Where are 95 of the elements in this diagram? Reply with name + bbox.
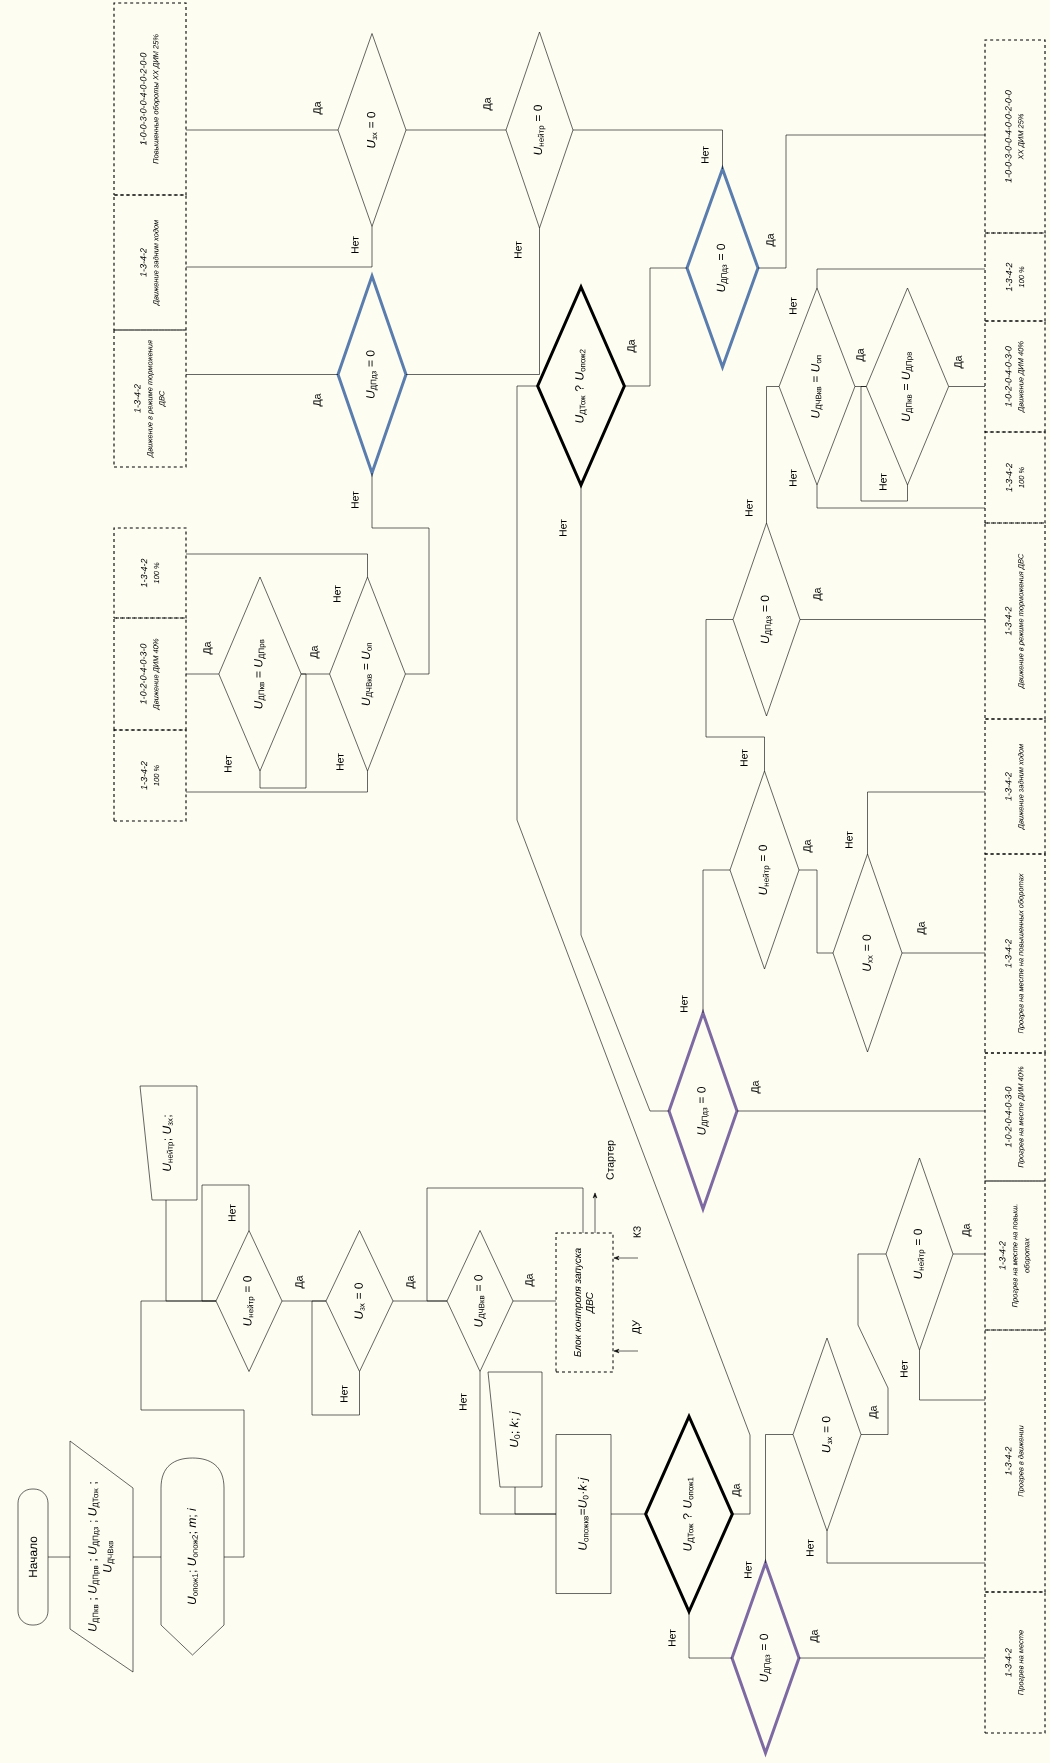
edge-label: Нет xyxy=(844,830,854,850)
edge-label: Нет xyxy=(899,1359,909,1379)
edge-label: Нет xyxy=(788,296,798,316)
edge-label: КЗ xyxy=(632,1224,642,1240)
connector-line xyxy=(185,553,368,578)
control-unit-box: Блок контроля запуска ДВС xyxy=(555,1232,614,1373)
connector-line xyxy=(514,1486,557,1515)
edge-label: Да xyxy=(312,100,324,116)
connector-line xyxy=(816,268,986,289)
edge-label: Да xyxy=(802,838,814,854)
edge-label: Да xyxy=(482,96,494,112)
edge-label: Нет xyxy=(667,1628,677,1648)
connector-line xyxy=(705,619,765,772)
connector-line xyxy=(816,484,986,509)
edge-label: Нет xyxy=(744,498,754,518)
edge-label: Да xyxy=(809,1628,821,1644)
edge-label: Да xyxy=(855,347,867,363)
connector-line xyxy=(610,1513,646,1515)
connector-line xyxy=(426,1187,584,1302)
connector-line xyxy=(901,952,986,954)
edge-label: Нет xyxy=(700,145,710,165)
edge-label: Нет xyxy=(739,748,749,768)
edge-label: Да xyxy=(731,1482,743,1498)
edge-label: Нет xyxy=(339,1384,349,1404)
connector-line xyxy=(757,134,986,269)
manual-input-box: U$_{нейтр}$; U$_{зх}$; xyxy=(139,1085,198,1201)
edge-label: Да xyxy=(765,232,777,248)
connector-line xyxy=(857,1253,889,1435)
arrow xyxy=(613,1255,639,1261)
connector-line xyxy=(132,1556,162,1558)
connector-line xyxy=(624,267,688,387)
arrow xyxy=(592,1192,598,1234)
edge-label: Нет xyxy=(513,240,523,260)
connector-line xyxy=(948,386,986,387)
edge-label: Нет xyxy=(558,518,568,538)
connector-line xyxy=(47,1556,71,1558)
connector-line xyxy=(736,1110,986,1112)
connector-line xyxy=(516,385,751,1515)
input-parallelogram: U$_{ДПкв}$ ; U$_{ДПрв}$ ; U$_{ДПдз}$ ; U$_{ДТож}$ ; U$_{ДЧВкв}$ xyxy=(69,1440,134,1673)
connector-line xyxy=(826,1530,986,1564)
connector-line xyxy=(702,869,731,1014)
edge-label: Да xyxy=(916,920,928,936)
edge-label: Нет xyxy=(223,754,233,774)
edge-label: Нет xyxy=(458,1392,468,1412)
connector-line xyxy=(580,484,670,1112)
edge-label: Да xyxy=(524,1272,536,1288)
edge-label: Нет xyxy=(805,1538,815,1558)
edge-label: Нет xyxy=(743,1560,753,1580)
connector-line xyxy=(259,673,307,789)
connector-line xyxy=(140,1300,245,1558)
connector-line xyxy=(798,869,834,954)
edge-label: Да xyxy=(312,392,324,408)
edge-label: Да xyxy=(812,586,824,602)
edge-label: Да xyxy=(953,354,965,370)
connector-line xyxy=(185,129,339,131)
connector-line xyxy=(311,1300,360,1416)
connector-line xyxy=(185,374,339,375)
edge-label: Да xyxy=(961,1222,973,1238)
connector-line xyxy=(405,227,540,375)
manual-input-box: U$_{0}$; k; j xyxy=(487,1371,543,1488)
edge-label: Нет xyxy=(335,752,345,772)
edge-label: Да xyxy=(405,1274,417,1290)
connector-line xyxy=(919,1349,986,1401)
connector-line xyxy=(688,1611,733,1659)
connector-line xyxy=(765,1434,794,1564)
connector-line xyxy=(185,226,373,268)
edge-label: Стартер xyxy=(605,1139,617,1181)
edge-label: Нет xyxy=(350,490,360,510)
edge-label: Нет xyxy=(227,1203,237,1223)
connector-line xyxy=(512,1300,557,1302)
connector-line xyxy=(405,129,507,131)
connector-line xyxy=(860,386,908,502)
edge-label: Нет xyxy=(788,468,798,488)
connector-line xyxy=(201,1184,250,1302)
connector-line xyxy=(798,1657,986,1659)
connector-line xyxy=(185,770,368,793)
edge-label: Да xyxy=(294,1274,306,1290)
edge-label: Да xyxy=(309,644,321,660)
connector-line xyxy=(185,673,220,675)
connector-line xyxy=(799,619,986,620)
edge-label: Да xyxy=(750,1079,762,1095)
connector-line xyxy=(952,1253,986,1255)
edge-label: Да xyxy=(202,640,214,656)
start-terminator: Начало xyxy=(17,1488,49,1626)
edge-label: Да xyxy=(868,1404,880,1420)
edge-label: Да xyxy=(626,338,638,354)
connector-line xyxy=(867,791,986,855)
edge-label: Нет xyxy=(332,584,342,604)
edge-label: Нет xyxy=(350,235,360,255)
connector-line xyxy=(572,129,723,170)
process-box: U$_{опожкв}$=U$_{0}$·k·j xyxy=(555,1434,612,1594)
arrow xyxy=(613,1348,639,1354)
connector-line xyxy=(371,472,430,675)
connector-line xyxy=(766,386,780,524)
edge-label: ДУ xyxy=(631,1319,643,1335)
